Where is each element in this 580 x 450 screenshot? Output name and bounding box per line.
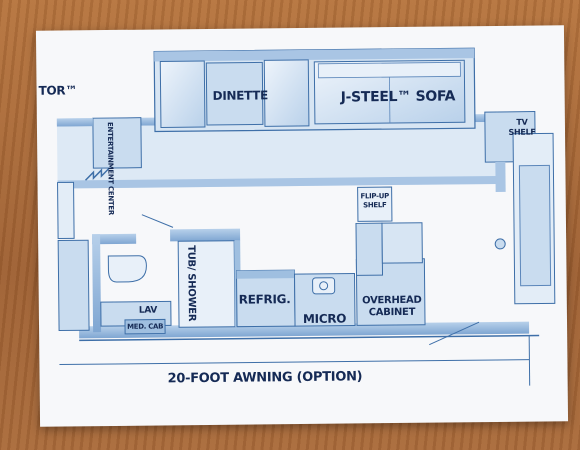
- entry-pointer-line: [429, 321, 480, 346]
- front-cab-seat: [518, 164, 552, 287]
- bath-pointer-line: [141, 214, 174, 228]
- dinette-label: DINETTE: [212, 88, 269, 103]
- entertainment-center-line1: ENTERTAINMENT: [105, 121, 115, 184]
- dinette-table: [205, 61, 264, 126]
- tv-shelf-line1: TV: [516, 117, 528, 127]
- overhead-cabinet-line2: CABINET: [368, 306, 416, 319]
- tub-shower-line2: SHOWER: [185, 273, 197, 322]
- flip-up-shelf-line2: SHELF: [363, 201, 387, 210]
- microwave-counter: [293, 272, 356, 327]
- toilet-sink: [107, 255, 147, 283]
- dinette-bench-left: [159, 60, 206, 128]
- lav-label: LAV: [138, 305, 158, 316]
- kitchen-tall-cabinet: [381, 222, 423, 264]
- bath-top-wall: [92, 233, 137, 245]
- tub-shower-label: TUB/ SHOWER: [184, 245, 197, 321]
- med-cab-label: MED. CAB: [127, 322, 164, 331]
- microwave-dial: [319, 281, 329, 291]
- lower-wall-outline: [79, 334, 540, 342]
- awning-label: 20-FOOT AWNING (OPTION): [167, 369, 363, 387]
- slideout-top-rail: [154, 48, 475, 62]
- flip-up-shelf-line1: FLIP-UP: [360, 192, 389, 201]
- med-cab-box: [124, 318, 166, 335]
- floorplan-printout: TOR™ DINETTE J-STEEL™ SOFA TV SHELF ENTE…: [35, 25, 569, 427]
- tub-shower-line1: TUB/: [185, 245, 197, 271]
- counter-column: [355, 222, 384, 276]
- flip-up-shelf-label: FLIP-UP SHELF: [358, 192, 392, 210]
- entertainment-center-line2: CENTER: [106, 185, 115, 215]
- sofa-back: [317, 61, 461, 79]
- tub-shower-top-wall: [170, 228, 241, 242]
- flip-up-shelf: [357, 186, 393, 222]
- entertainment-center-label: ENTERTAINMENT CENTER: [105, 122, 116, 215]
- right-door-wall: [495, 161, 506, 192]
- micro-label: MICRO: [302, 311, 347, 326]
- step-stairs: [84, 167, 110, 181]
- awning-baseline: [59, 359, 530, 366]
- microwave-unit: [312, 277, 336, 295]
- floor-aisle: [56, 121, 498, 189]
- dinette-bench-right: [263, 59, 310, 127]
- entertainment-center-cabinet: [92, 117, 142, 169]
- left-cabinet: [57, 181, 75, 240]
- tv-shelf-line2: SHELF: [508, 127, 536, 137]
- tv-shelf-label: TV SHELF: [507, 118, 537, 138]
- sofa-label: J-STEEL™ SOFA: [340, 88, 456, 106]
- left-end-wall: [56, 118, 93, 127]
- overhead-cabinet-line1: OVERHEAD: [362, 294, 422, 307]
- cab-fixture: [494, 238, 506, 250]
- refrig-label: REFRIG.: [238, 292, 291, 307]
- left-lower-room: [57, 239, 90, 332]
- refrigerator-top: [236, 270, 295, 279]
- awning-right-tick: [528, 335, 531, 386]
- overhead-cabinet-label: OVERHEAD CABINET: [361, 295, 423, 320]
- aisle-bottom-wall: [57, 175, 498, 189]
- bath-side-wall: [92, 234, 102, 333]
- header-fragment: TOR™: [38, 83, 78, 98]
- floorplan-drawing: [56, 47, 556, 386]
